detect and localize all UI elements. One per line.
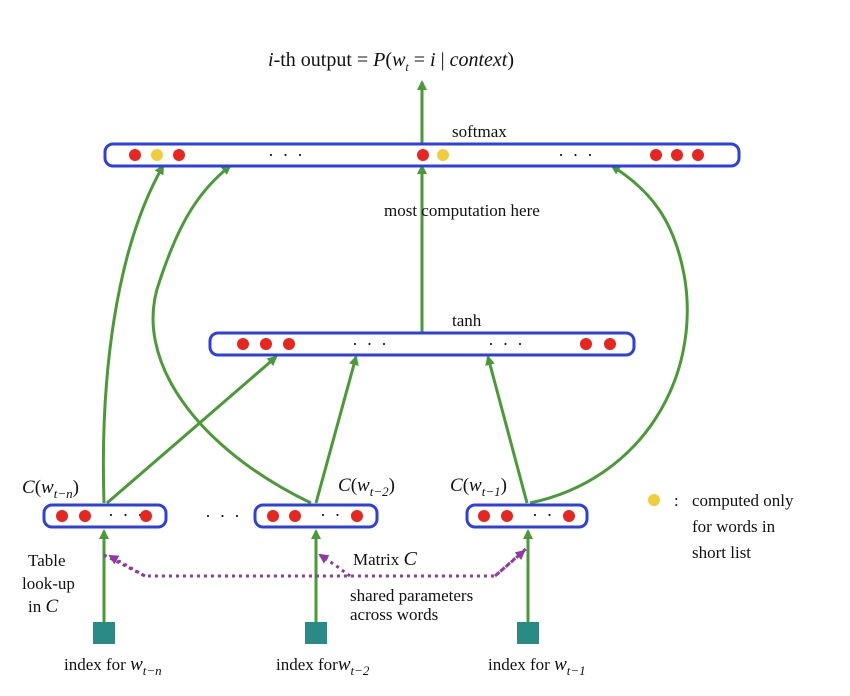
svg-text:look-up: look-up	[22, 574, 75, 593]
arrow-ctn-to-tanh	[106, 355, 278, 505]
embedding-ct1: · · · C(wt−1)	[450, 475, 589, 529]
index-box-t2	[305, 622, 327, 644]
shared-matrix-connector	[103, 545, 529, 578]
legend-yellow-dot	[648, 494, 660, 506]
arrow-ct2-to-softmax	[151, 164, 312, 505]
legend-colon: :	[674, 491, 679, 510]
index-label-t1: index for wt−1	[488, 654, 586, 678]
svg-text:Table: Table	[28, 551, 66, 570]
arrow-ct1-to-tanh	[485, 355, 529, 504]
arrow-ct1-to-softmax	[529, 164, 689, 505]
softmax-unit-red	[417, 149, 429, 161]
connection-arrows	[99, 80, 689, 622]
svg-text:· · ·: · · ·	[532, 505, 569, 525]
tanh-layer: · · · · · · tanh	[208, 311, 636, 357]
arrow-ct2-to-tanh	[314, 355, 359, 504]
embedding-ctn: · · · C(wt−n)	[22, 477, 168, 529]
softmax-unit-red	[173, 149, 185, 161]
tanh-unit-red	[260, 338, 272, 350]
index-box-t1	[517, 622, 539, 644]
svg-text:in C: in C	[28, 596, 58, 617]
tanh-label: tanh	[452, 311, 482, 330]
softmax-label: softmax	[452, 122, 507, 141]
softmax-unit-red	[129, 149, 141, 161]
arrow-ctn-to-softmax	[101, 164, 165, 504]
table-lookup-label: Table look-up in C	[22, 551, 75, 617]
index-label-tn: index for wt−n	[64, 654, 162, 678]
tanh-unit-red	[283, 338, 295, 350]
embedding-box-ct1	[465, 503, 589, 529]
shared-params-line1: shared parameters	[350, 586, 473, 605]
output-title: i-th output = P(wt = i | context)	[268, 49, 514, 74]
tanh-dots-left: · · ·	[352, 334, 389, 354]
svg-text:· · ·: · · ·	[320, 505, 357, 525]
ct2-label: C(wt−2)	[338, 475, 395, 499]
svg-text:· · ·: · · ·	[108, 505, 145, 525]
matrix-label: Matrix C	[353, 548, 418, 570]
tanh-unit-red	[604, 338, 616, 350]
softmax-unit-red	[671, 149, 683, 161]
between-embeddings-dots: · · ·	[205, 506, 242, 526]
index-box-tn	[93, 622, 115, 644]
softmax-unit-yellow	[437, 149, 449, 161]
softmax-dots-right: · · ·	[558, 145, 595, 165]
index-label-t2: index forwt−2	[276, 654, 370, 678]
shared-params-line2: across words	[350, 605, 438, 624]
legend-line1: computed only	[692, 491, 794, 510]
tanh-dots-right: · · ·	[488, 334, 525, 354]
legend-line2: for words in	[692, 517, 776, 536]
softmax-unit-red	[650, 149, 662, 161]
softmax-layer: · · · · · · softmax	[103, 122, 741, 168]
softmax-unit-yellow	[151, 149, 163, 161]
legend-line3: short list	[692, 543, 751, 562]
ct1-label: C(wt−1)	[450, 475, 507, 499]
most-computation-label: most computation here	[384, 201, 540, 220]
softmax-unit-red	[692, 149, 704, 161]
embedding-ct2: · · · C(wt−2)	[253, 475, 395, 529]
embedding-box-ct2	[253, 503, 379, 529]
tanh-box	[208, 331, 636, 357]
tanh-unit-red	[580, 338, 592, 350]
legend: : computed only for words in short list	[648, 491, 794, 562]
ctn-label: C(wt−n)	[22, 477, 79, 501]
dashed-to-ctn	[108, 554, 146, 578]
dashed-to-ct2	[318, 553, 351, 578]
embedding-box-ctn	[42, 503, 168, 529]
softmax-dots-left: · · ·	[268, 145, 305, 165]
tanh-unit-red	[237, 338, 249, 350]
